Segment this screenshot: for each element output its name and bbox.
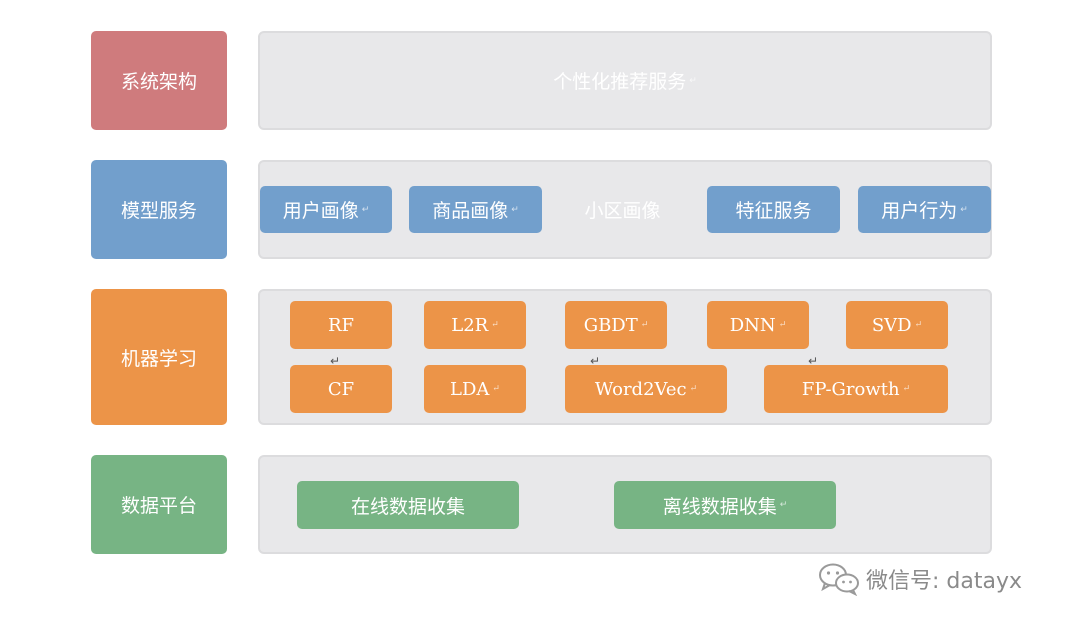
return-mark-2: ↵ bbox=[590, 354, 601, 368]
algo-gbdt-text: GBDT bbox=[583, 314, 638, 336]
data-platform-label-text: 数据平台 bbox=[120, 495, 197, 517]
return-mark-3: ↵ bbox=[808, 354, 819, 368]
model-service-label-text: 模型服务 bbox=[120, 200, 197, 222]
user-profile-box: 用户画像↵ bbox=[260, 186, 392, 233]
system-architecture-label: 系统架构 bbox=[91, 31, 227, 130]
algo-l2r: L2R↵ bbox=[424, 301, 526, 349]
algo-svd-text: SVD bbox=[871, 314, 912, 336]
personalized-recommendation-service: 个性化推荐服务↵ bbox=[260, 33, 990, 128]
algo-fp-growth: FP-Growth↵ bbox=[764, 365, 948, 413]
algo-svd: SVD↵ bbox=[846, 301, 948, 349]
machine-learning-label: 机器学习 bbox=[91, 289, 227, 425]
algo-word2vec-text: Word2Vec bbox=[594, 378, 687, 400]
online-data-collection-text: 在线数据收集 bbox=[350, 495, 465, 518]
algo-dnn: DNN↵ bbox=[707, 301, 809, 349]
algo-lda-text: LDA bbox=[450, 378, 490, 400]
return-mark-1: ↵ bbox=[330, 354, 341, 368]
product-profile-text: 商品画像 bbox=[432, 200, 509, 222]
user-behavior-box: 用户行为↵ bbox=[858, 186, 991, 233]
machine-learning-label-text: 机器学习 bbox=[120, 347, 197, 370]
algo-dnn-text: DNN bbox=[729, 314, 776, 336]
product-profile-box: 商品画像↵ bbox=[409, 186, 542, 233]
online-data-collection-box: 在线数据收集 bbox=[297, 481, 519, 529]
algo-word2vec: Word2Vec↵ bbox=[565, 365, 727, 413]
system-architecture-panel: 个性化推荐服务↵ bbox=[258, 31, 992, 130]
feature-service-text: 特征服务 bbox=[735, 200, 812, 222]
user-profile-text: 用户画像 bbox=[282, 200, 359, 222]
watermark: 微信号: datayx bbox=[818, 562, 1022, 596]
community-profile-label: 小区画像 bbox=[584, 200, 661, 222]
feature-service-box: 特征服务 bbox=[707, 186, 840, 233]
algo-rf: RF bbox=[290, 301, 392, 349]
algo-gbdt: GBDT↵ bbox=[565, 301, 667, 349]
offline-data-collection-text: 离线数据收集 bbox=[662, 495, 777, 518]
wechat-icon bbox=[818, 562, 860, 596]
algo-cf-text: CF bbox=[327, 378, 355, 400]
offline-data-collection-box: 离线数据收集↵ bbox=[614, 481, 836, 529]
user-behavior-text: 用户行为 bbox=[881, 200, 958, 222]
community-profile-text: 小区画像 bbox=[560, 186, 685, 233]
algo-fp-growth-text: FP-Growth bbox=[801, 378, 900, 400]
data-platform-label: 数据平台 bbox=[91, 455, 227, 554]
model-service-label: 模型服务 bbox=[91, 160, 227, 259]
algo-lda: LDA↵ bbox=[424, 365, 526, 413]
watermark-text: 微信号: datayx bbox=[866, 569, 1022, 594]
algo-cf: CF bbox=[290, 365, 392, 413]
algo-rf-text: RF bbox=[327, 314, 355, 336]
algo-l2r-text: L2R bbox=[451, 314, 489, 336]
system-architecture-label-text: 系统架构 bbox=[120, 71, 197, 93]
personalized-recommendation-service-text: 个性化推荐服务 bbox=[553, 71, 687, 93]
